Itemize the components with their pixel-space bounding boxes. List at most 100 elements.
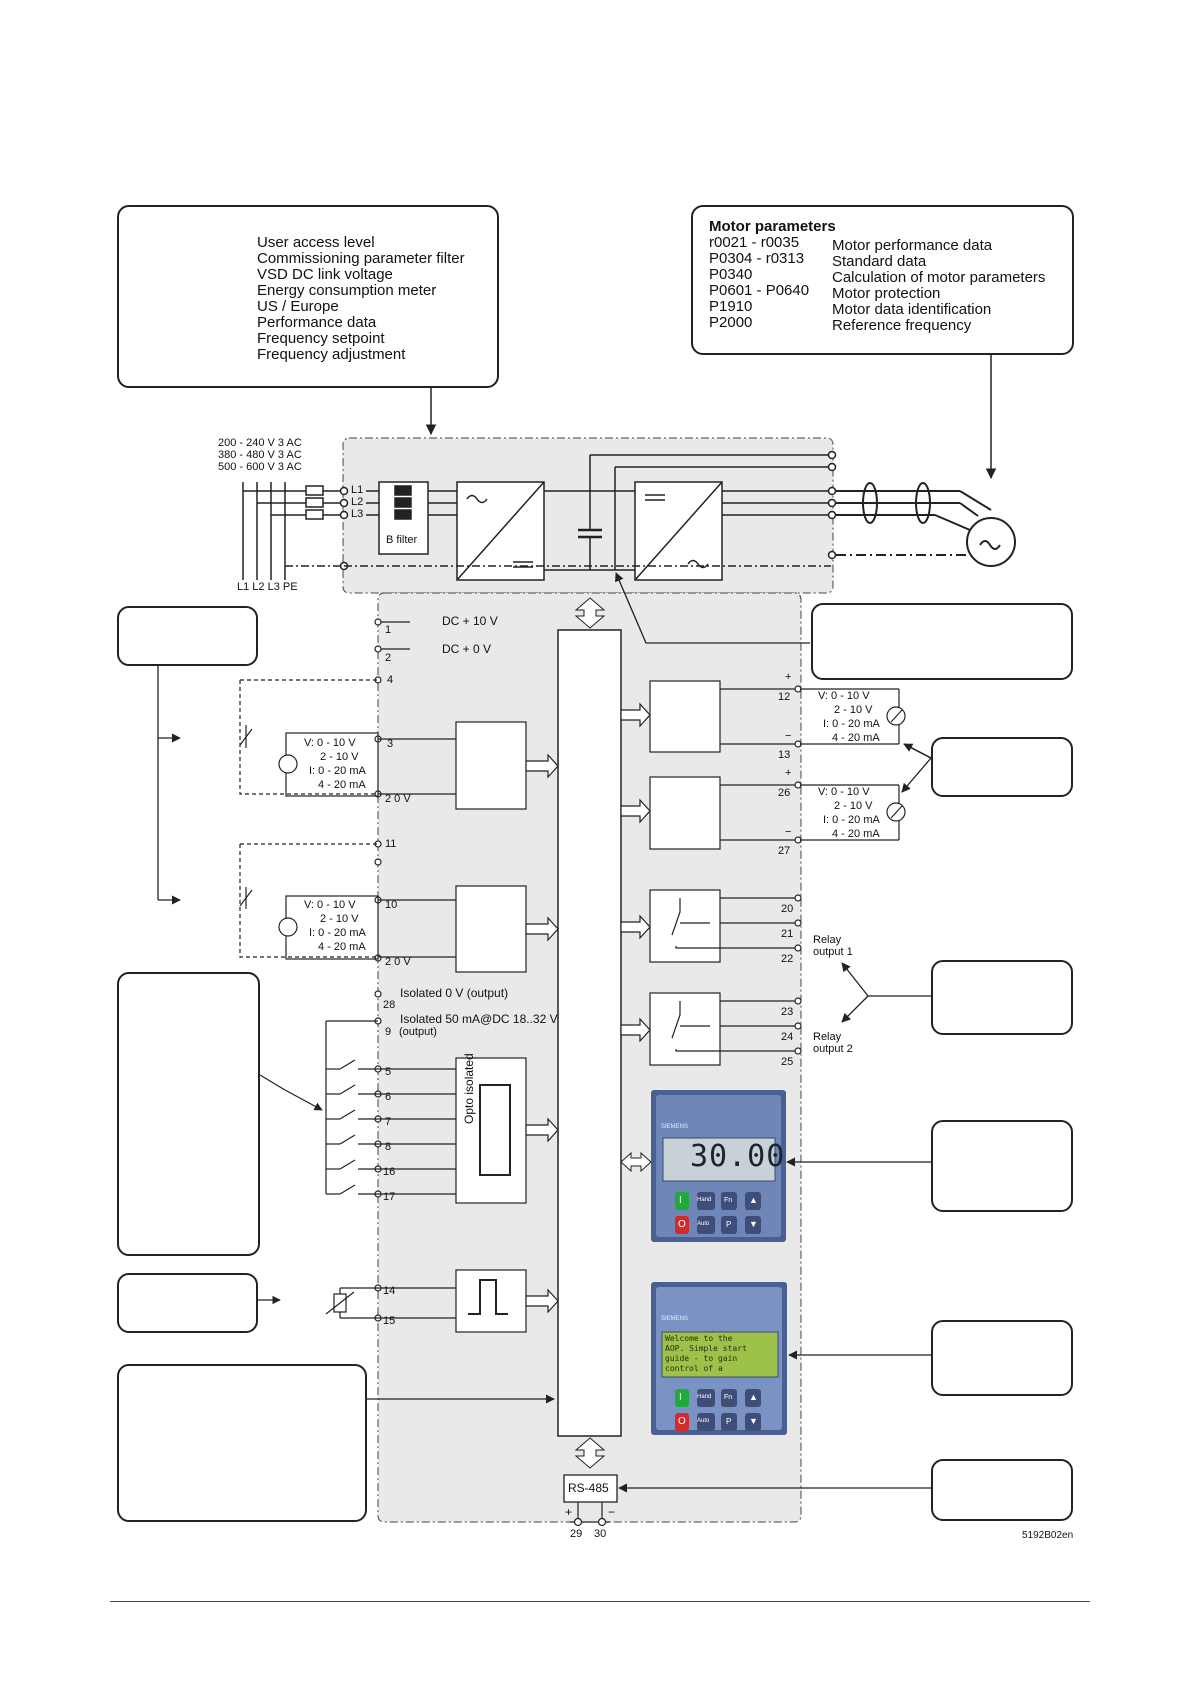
motor-param-code: r0021 - r0035 [709,234,800,251]
relay2-terminal-24: 24 [781,1031,794,1043]
terminal-9: 9 [385,1026,392,1038]
supply-bottom-labels: L1 L2 L3 PE [237,581,298,593]
bus-arrow-top [574,597,606,629]
aop-key-fn-label: Fn [724,1394,733,1401]
callout-box-analog-input [117,606,258,666]
motor-param-code: P0304 - r0313 [709,250,805,267]
relay2-label-line2: output 2 [813,1043,853,1055]
motor-param-code: P1910 [709,298,753,315]
ao2-range-i420: 4 - 20 mA [832,828,880,840]
ao1-plus: + [785,671,792,683]
ao2-minus: − [785,826,792,838]
user-param-line: Energy consumption meter [257,282,437,299]
phase-label-l3: L3 [351,508,364,520]
aop-lcd-screen [661,1331,779,1378]
callout-box-aop [931,1320,1073,1396]
relay-output-2 [620,992,802,1066]
ao1-range-i020: I: 0 - 20 mA [823,718,880,730]
terminal-2-0v-a: 2 0 V [385,793,411,805]
terminal-30 [597,1517,607,1527]
analog-input-1 [239,679,559,810]
user-param-line: US / Europe [257,298,339,315]
aop-key-fn [721,1389,737,1407]
phase-label-l2: L2 [351,496,364,508]
ao2-plus: + [785,767,792,779]
bop-key-auto [697,1216,715,1234]
relay1-label-line1: Relay [813,934,842,946]
ao2-range-v010: V: 0 - 10 V [818,786,870,798]
terminal-3: 3 [387,738,394,750]
user-param-line: User access level [257,234,375,251]
analog-input-2 [239,843,559,973]
motor-param-desc: Motor data identification [832,301,992,318]
digital-input-switches [259,1020,559,1204]
output-terminals [827,450,837,560]
user-param-line: Frequency setpoint [257,330,385,347]
aop-lcd-line1: Welcome to the [665,1334,733,1343]
ao1-range-v210: 2 - 10 V [834,704,873,716]
terminal-9-label: Isolated 50 mA@DC 18..32 V [400,1012,558,1026]
figure-id: 5192B02en [1022,1530,1074,1541]
motor-param-desc: Reference frequency [832,317,972,334]
rs485-block [563,1474,618,1503]
aop-key-p [721,1413,737,1431]
ao1-range-i420: 4 - 20 mA [832,732,880,744]
ao2-range-v210: 2 - 10 V [834,800,873,812]
aop-lcd-line2: AOP. Simple start [665,1344,747,1353]
bop-key-run-label: I [679,1195,682,1206]
aop-key-up-label: ▲ [749,1392,758,1402]
bop-key-up-label: ▲ [749,1195,758,1205]
bop-key-fn [721,1192,737,1210]
bop-key-stop-label: O [678,1219,686,1230]
bop-display-screen [662,1137,776,1182]
ao2-range-i020: I: 0 - 20 mA [823,814,880,826]
terminal-1: 1 [385,624,392,636]
ai1-range-i020: I: 0 - 20 mA [309,765,366,777]
aop-lcd-line3: guide - to gain [665,1354,738,1363]
bop-key-down-label: ▼ [749,1219,758,1229]
terminal-15: 15 [383,1315,396,1327]
relay1-terminal-21: 21 [781,928,794,940]
relay2-terminal-23: 23 [781,1006,794,1018]
bop-key-hand [697,1192,715,1210]
aop-key-p-label: P [726,1417,732,1426]
aop-key-stop [675,1413,689,1431]
callout-box-bop [931,1120,1073,1212]
opto-isolated-label: Opto isolated [462,1053,476,1124]
terminal-9-sub: (output) [399,1026,437,1038]
relay2-label-line1: Relay [813,1031,842,1043]
terminal-2: 2 [385,652,392,664]
ai2-range-i420: 4 - 20 mA [318,941,366,953]
relay-callout-arrows [841,962,931,997]
aop-key-down [745,1413,761,1431]
aop-key-stop-label: O [678,1416,686,1427]
terminal-2-0v-b: 2 0 V [385,956,411,968]
ao1-minus: − [785,730,792,742]
terminal-16: 16 [383,1166,396,1178]
bop-key-auto-label: Auto [697,1221,710,1227]
aop-lcd-line4: control of a [665,1364,723,1373]
motor-icon [966,517,1016,567]
terminal-5: 5 [385,1066,392,1078]
ao2-terminal-27: 27 [778,845,791,857]
motor-param-desc: Motor protection [832,285,941,302]
terminal-29-label: 29 [570,1528,583,1540]
terminal-2-label: DC + 0 V [442,642,492,656]
terminal-1-label: DC + 10 V [442,614,498,628]
bop-panel [651,1090,786,1242]
aop-panel [651,1282,787,1435]
bus-arrow-bottom [574,1437,606,1469]
b-filter-label: B filter [386,534,418,546]
ai2-range-v210: 2 - 10 V [320,913,359,925]
supply-lines [242,482,340,580]
callout-box-dc-link [811,603,1073,680]
motor-param-desc: Motor performance data [832,237,993,254]
rs485-label: RS-485 [568,1481,609,1495]
motor-parameters-title: Motor parameters [709,218,836,235]
supply-voltage-1: 200 - 240 V 3 AC [218,437,302,449]
ai1-range-v210: 2 - 10 V [320,751,359,763]
relay2-terminal-25: 25 [781,1056,794,1068]
power-input-circuit [339,454,831,581]
dc-link-feedback-arrow [615,572,810,644]
relay1-terminal-20: 20 [781,903,794,915]
